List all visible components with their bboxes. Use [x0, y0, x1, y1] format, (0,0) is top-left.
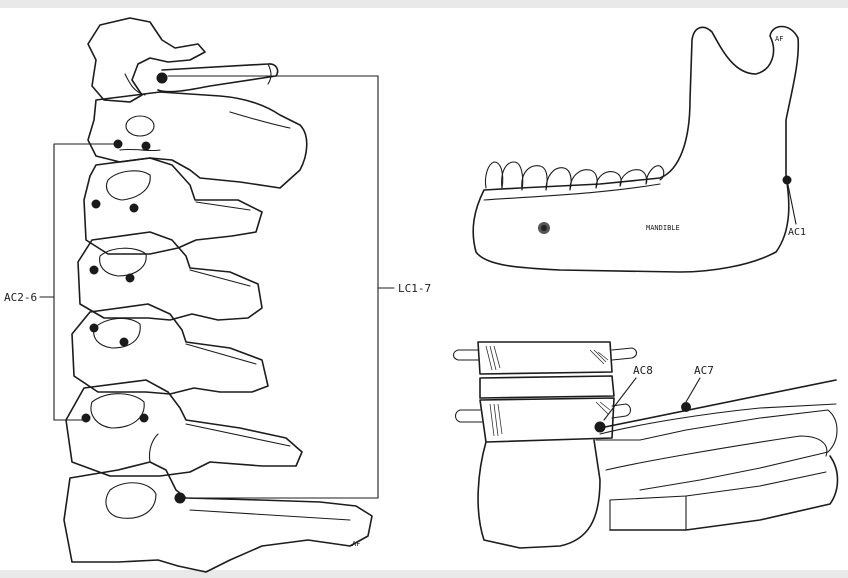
top-border [0, 0, 848, 8]
bottom-border [0, 570, 848, 578]
cervical-spine-drawing [39, 17, 395, 573]
lc1-7-label: LC1-7 [398, 282, 431, 295]
artist-initials-mark-2: AF [352, 540, 360, 548]
ac8-label: AC8 [633, 364, 653, 377]
thoracic-rib-drawing [452, 341, 839, 549]
ac7-label: AC7 [694, 364, 714, 377]
mandible-label: MANDIBLE [646, 224, 680, 232]
artist-initials-mark: AF [775, 35, 783, 43]
ac1-label: AC1 [788, 227, 806, 238]
ac2-6-label: AC2-6 [4, 291, 37, 304]
mandible-drawing [472, 25, 800, 273]
